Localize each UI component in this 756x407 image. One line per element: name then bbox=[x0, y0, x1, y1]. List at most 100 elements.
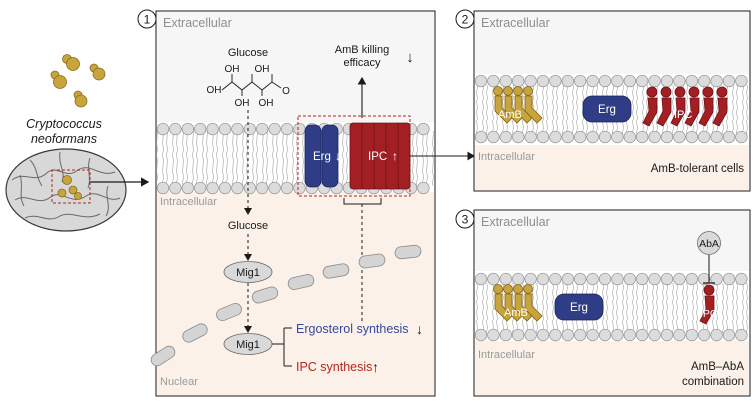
lipid-head bbox=[722, 272, 736, 286]
panel-1-nuclear-label: Nuclear bbox=[160, 376, 198, 388]
panel-3-caption-line1: AmB–AbA bbox=[691, 361, 744, 373]
lipid-head bbox=[598, 130, 612, 144]
panel-3-intracellular-label: Intracellular bbox=[478, 349, 535, 361]
lipid-head bbox=[685, 130, 698, 144]
lipid-head bbox=[735, 272, 748, 286]
lipid-head bbox=[698, 328, 711, 342]
lipid-head bbox=[648, 272, 661, 286]
ipc-synthesis-arrow: ↑ bbox=[372, 359, 379, 375]
panel-3-ipc-label: IPC bbox=[700, 308, 718, 320]
panel-3-inner-leaflet bbox=[474, 328, 748, 342]
lipid-head bbox=[673, 130, 686, 144]
panel-2-extracellular-label: Extracellular bbox=[481, 16, 550, 30]
lipid-head bbox=[512, 328, 525, 342]
svg-text:OH: OH bbox=[207, 85, 222, 96]
mig1-regulation-bracket bbox=[272, 327, 292, 367]
lipid-head bbox=[499, 328, 512, 342]
panel-3-amb-molecules bbox=[493, 284, 543, 322]
brain-icon bbox=[5, 148, 127, 232]
lipid-head bbox=[293, 181, 306, 195]
lipid-head bbox=[524, 272, 537, 286]
lipid-head bbox=[417, 122, 430, 136]
lipid-head bbox=[487, 272, 500, 286]
svg-text:1: 1 bbox=[144, 13, 151, 27]
lipid-head bbox=[586, 272, 599, 286]
erg-down-arrow: ↓ bbox=[335, 149, 341, 163]
lipid-head bbox=[156, 181, 170, 195]
lipid-head bbox=[487, 328, 500, 342]
lipid-head bbox=[169, 181, 182, 195]
lipid-head bbox=[586, 74, 599, 88]
lipid-head bbox=[156, 122, 170, 136]
lipid-head bbox=[243, 181, 256, 195]
ergosterol-synthesis-arrow: ↓ bbox=[416, 321, 423, 337]
lipid-head bbox=[169, 122, 182, 136]
panel-2-caption: AmB-tolerant cells bbox=[651, 163, 745, 175]
lipid-head bbox=[636, 328, 649, 342]
lipid-head bbox=[636, 74, 649, 88]
lipid-head bbox=[722, 130, 736, 144]
lipid-head bbox=[648, 130, 661, 144]
panel-1: 1 Extracellular Intracellular Nuclear Gl… bbox=[137, 9, 476, 397]
lipid-head bbox=[685, 272, 698, 286]
panel-2-amb-molecules bbox=[493, 86, 543, 124]
lipid-head bbox=[561, 130, 574, 144]
lipid-head bbox=[636, 272, 649, 286]
lipid-head bbox=[698, 130, 711, 144]
lipid-head bbox=[710, 74, 723, 88]
svg-text:OH: OH bbox=[259, 98, 274, 109]
lipid-head bbox=[574, 130, 587, 144]
svg-text:Mig1: Mig1 bbox=[236, 339, 260, 351]
mig1-nucleus: Mig1 bbox=[223, 333, 273, 355]
panel-3-extracellular-label: Extracellular bbox=[481, 215, 550, 229]
svg-text:Mig1: Mig1 bbox=[236, 267, 260, 279]
lipid-head bbox=[623, 272, 636, 286]
erg-label: Erg bbox=[313, 151, 331, 163]
lipid-head bbox=[206, 181, 219, 195]
aba-molecule: AbA bbox=[697, 231, 721, 255]
lipid-head bbox=[586, 130, 599, 144]
amb-efficacy-down-arrow: ↓ bbox=[406, 49, 414, 66]
lipid-head bbox=[722, 328, 736, 342]
lipid-head bbox=[181, 122, 194, 136]
lipid-head bbox=[735, 74, 748, 88]
lipid-head bbox=[623, 74, 636, 88]
lipid-head bbox=[268, 122, 281, 136]
lipid-head bbox=[417, 181, 430, 195]
glucose-bottom-label: Glucose bbox=[228, 220, 268, 232]
panel-3: 3 Extracellular Intracellular AmB Erg Ab… bbox=[455, 209, 751, 397]
lipid-head bbox=[586, 328, 599, 342]
panel-2-erg-molecule: Erg bbox=[582, 95, 632, 123]
lipid-head bbox=[598, 328, 612, 342]
lipid-head bbox=[648, 74, 661, 88]
lipid-head bbox=[487, 130, 500, 144]
nuclear-envelope bbox=[150, 244, 422, 367]
lipid-head bbox=[574, 74, 587, 88]
lipid-head bbox=[574, 328, 587, 342]
panel-3-erg-label: Erg bbox=[570, 302, 588, 314]
lipid-head bbox=[206, 122, 219, 136]
panel-3-erg-molecule: Erg bbox=[554, 293, 604, 321]
panel-3-caption-line2: combination bbox=[682, 376, 744, 388]
lipid-head bbox=[561, 74, 574, 88]
lipid-head bbox=[549, 130, 562, 144]
lipid-head bbox=[561, 272, 574, 286]
panel-2-number-badge: 2 bbox=[455, 9, 475, 29]
lipid-head bbox=[698, 272, 711, 286]
panel-2-ipc-label: IPC bbox=[674, 109, 692, 121]
lipid-head bbox=[524, 74, 537, 88]
organism-name-line1: Cryptococcus bbox=[26, 117, 102, 131]
lipid-head bbox=[231, 122, 244, 136]
ipc-up-arrow: ↑ bbox=[392, 149, 398, 163]
lipid-head bbox=[487, 74, 500, 88]
panel-1-number-badge: 1 bbox=[137, 9, 157, 29]
lipid-head bbox=[611, 272, 624, 286]
lipid-head bbox=[685, 74, 698, 88]
lipid-head bbox=[660, 328, 674, 342]
lipid-head bbox=[293, 122, 306, 136]
lipid-head bbox=[611, 130, 624, 144]
lipid-head bbox=[536, 272, 550, 286]
svg-text:2: 2 bbox=[462, 13, 469, 27]
panel-2-intracellular-label: Intracellular bbox=[478, 151, 535, 163]
